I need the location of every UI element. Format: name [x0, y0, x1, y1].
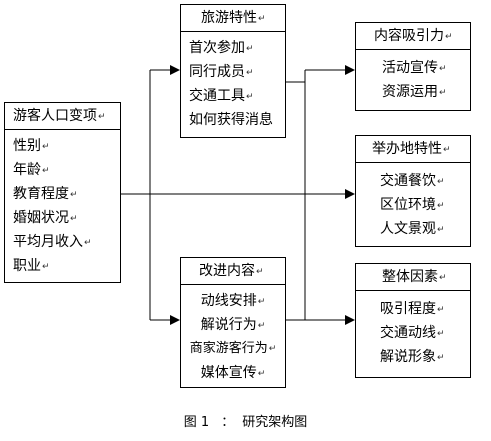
- host-title: 举办地特性↵: [356, 136, 470, 163]
- improvement-item: 媒体宣传↵: [200, 365, 266, 381]
- figure-label: 图 1: [183, 415, 210, 430]
- host-box: 举办地特性↵ 交通餐饮↵ 区位环境↵ 人文景观↵: [355, 135, 471, 247]
- attraction-title: 内容吸引力↵: [356, 23, 470, 50]
- attraction-item: 活动宣传↵: [382, 60, 447, 76]
- figure-caption: 图 1 ： 研究架构图: [0, 411, 491, 430]
- travel-item: 如何获得消息: [189, 112, 273, 128]
- travel-title: 旅游特性↵: [181, 5, 285, 32]
- improvement-box: 改进内容↵ 动线安排↵ 解说行为↵ 商家游客行为↵ 媒体宣传↵: [180, 257, 286, 388]
- demographics-title: 游客人口变项↵: [5, 103, 120, 130]
- overall-item: 解说形象↵: [380, 349, 445, 365]
- host-item: 区位环境↵: [380, 197, 445, 213]
- travel-item: 交通工具↵: [189, 88, 254, 104]
- caption-text: 研究架构图: [242, 415, 308, 430]
- demographics-item: 性别↵: [13, 138, 50, 154]
- attraction-item: 资源运用↵: [382, 84, 447, 100]
- demographics-item: 年龄↵: [13, 162, 50, 178]
- improvement-item: 解说行为↵: [200, 317, 266, 333]
- demographics-item: 婚姻状况↵: [13, 210, 78, 226]
- travel-box: 旅游特性↵ 首次参加↵ 同行成员↵ 交通工具↵ 如何获得消息: [180, 4, 286, 138]
- attraction-box: 内容吸引力↵ 活动宣传↵ 资源运用↵: [355, 22, 471, 111]
- host-item: 交通餐饮↵: [380, 173, 445, 189]
- host-item: 人文景观↵: [380, 221, 445, 237]
- demographics-box: 游客人口变项↵ 性别↵ 年龄↵ 教育程度↵ 婚姻状况↵ 平均月收入↵ 职业↵: [4, 102, 121, 283]
- overall-item: 吸引程度↵: [380, 301, 445, 317]
- overall-item: 交通动线↵: [380, 325, 445, 341]
- demographics-item: 平均月收入↵: [13, 234, 92, 250]
- travel-item: 首次参加↵: [189, 40, 254, 56]
- demographics-item: 职业↵: [13, 258, 50, 274]
- travel-item: 同行成员↵: [189, 64, 254, 80]
- improvement-title: 改进内容↵: [181, 258, 285, 285]
- overall-box: 整体因素↵ 吸引程度↵ 交通动线↵ 解说形象↵: [355, 263, 471, 378]
- improvement-item: 动线安排↵: [200, 293, 266, 309]
- overall-title: 整体因素↵: [356, 264, 470, 291]
- improvement-item: 商家游客行为↵: [189, 341, 277, 356]
- demographics-item: 教育程度↵: [13, 186, 78, 202]
- caption-separator: ：: [221, 415, 235, 430]
